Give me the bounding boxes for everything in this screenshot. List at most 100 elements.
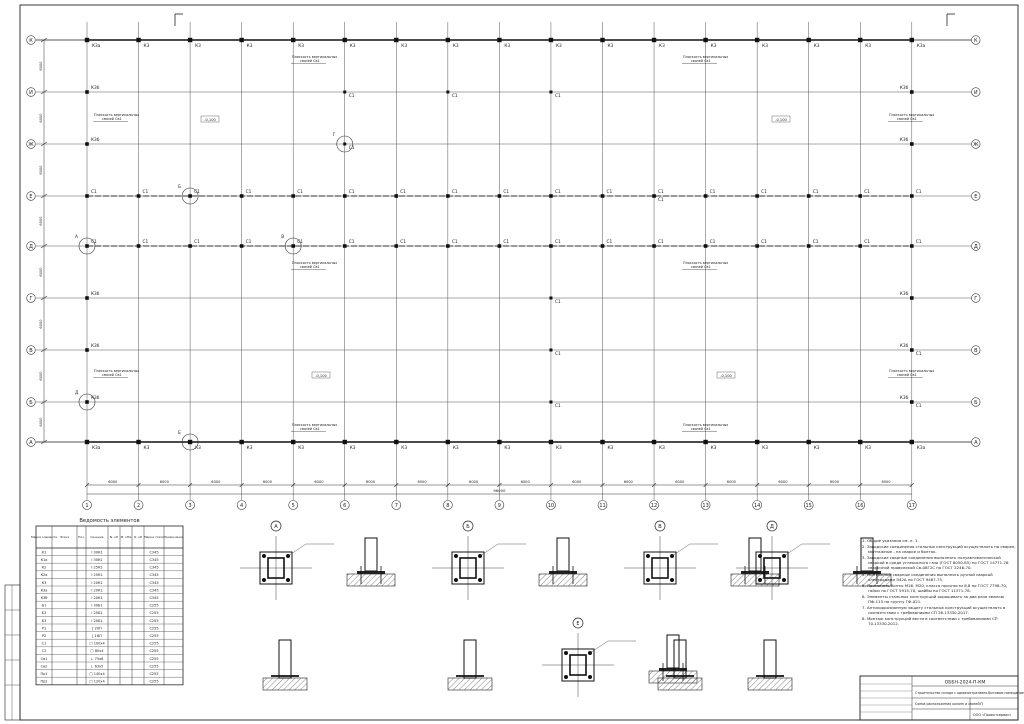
spec-cell: К1 — [42, 550, 47, 554]
detail-label: В — [658, 524, 662, 530]
anchor-bolt — [454, 554, 458, 558]
note-item: 3. Заводские сварные соединения выполнят… — [862, 555, 1009, 571]
spec-cell: I 20К1 — [91, 596, 102, 600]
foundation-section — [747, 677, 793, 691]
strut-mark: С1 — [452, 93, 458, 99]
column-section — [910, 296, 914, 300]
dimension-tick — [40, 347, 48, 353]
anchor-bolt — [262, 554, 266, 558]
spec-cell: С1 — [42, 642, 47, 646]
row-axis-bubble — [26, 397, 36, 407]
row-axis-bubble — [971, 397, 981, 407]
spec-cell: Б3 — [42, 619, 47, 623]
column-section — [858, 439, 863, 445]
detail-callout — [181, 187, 199, 205]
column-mark: К3а — [92, 445, 101, 451]
base-plate — [561, 648, 595, 682]
column-mark: К3 — [762, 445, 768, 451]
row-axis-bubble — [26, 87, 36, 97]
column-mark: К3 — [659, 43, 665, 49]
column-axis-bubble — [339, 500, 350, 510]
column-axis-label: 14 — [754, 503, 760, 509]
strut-mark: С1 — [761, 189, 767, 195]
detail-callout-label: Д — [75, 390, 79, 396]
strut-mark: С1 — [349, 93, 355, 99]
spec-header: Поз. — [78, 535, 85, 539]
column-mark: К3 — [711, 445, 717, 451]
spec-cell: □ 120x4 — [89, 680, 105, 684]
strut-mark: С1 — [813, 239, 819, 245]
column-profile — [569, 654, 587, 676]
column-axis-label: 9 — [498, 503, 501, 509]
spec-cell: С345 — [149, 573, 158, 577]
column-elevation — [278, 639, 292, 679]
column-section — [806, 439, 811, 445]
detail-callout-label: Б — [178, 184, 181, 190]
strut-mark: С1 — [452, 189, 458, 195]
column-mark: К3 — [608, 445, 614, 451]
column-section — [342, 194, 347, 198]
column-section — [85, 142, 89, 146]
strut-mark: С1 — [864, 239, 870, 245]
column-section — [188, 244, 192, 248]
column-mark: К3а — [917, 43, 926, 49]
spec-cell: С255 — [149, 642, 158, 646]
strut-section — [549, 348, 553, 352]
detail-callout — [336, 135, 354, 153]
column-axis-bubble — [288, 500, 299, 510]
row-axis-label: Б — [29, 400, 33, 406]
dimension-tick — [703, 482, 708, 488]
dimension-tick — [651, 482, 657, 488]
strut-mark: С1 — [452, 239, 458, 245]
column-mark: К3б — [900, 291, 909, 297]
column-section-view — [364, 537, 378, 572]
column-elevation — [673, 639, 687, 679]
column-section — [755, 194, 759, 198]
column-section — [84, 37, 90, 43]
note-item: 7. Антикоррозионную защиту стальных конс… — [862, 605, 1006, 616]
row-axis-label: В — [29, 348, 33, 354]
anchor-bolt — [758, 554, 762, 558]
spec-cell: К2 — [42, 566, 47, 570]
strut-mark: С1 — [761, 239, 767, 245]
detail-callout-label: В — [281, 234, 284, 240]
column-section — [239, 194, 244, 198]
strut-mark: С1 — [246, 239, 252, 245]
anchor-bolt — [588, 675, 592, 679]
dimension-tick — [909, 482, 915, 488]
spec-cell: К1а — [41, 558, 48, 562]
spec-header: N, кН — [110, 535, 118, 539]
anchor-bolt — [262, 578, 266, 582]
strut-mark: С1 — [91, 189, 97, 195]
column-mark: К3б — [91, 395, 100, 401]
strut-mark: С1 — [555, 403, 561, 409]
column-mark: К3а — [917, 445, 926, 451]
dimension-value: 6000 — [881, 480, 891, 484]
dimension-value: 6000 — [521, 480, 531, 484]
column-section — [136, 439, 141, 445]
column-section-view — [666, 634, 680, 669]
dimension-tick — [342, 482, 347, 488]
column-section — [548, 37, 554, 43]
strut-mark: С1 — [246, 189, 252, 195]
column-section — [291, 194, 295, 198]
note-item: 4. Монтажные сварные соединения выполнят… — [862, 571, 993, 582]
column-mark: К3 — [453, 445, 459, 451]
detail-callout — [78, 237, 96, 255]
strut-section — [549, 400, 553, 404]
strut-section — [343, 90, 347, 94]
row-axis-label: И — [974, 90, 978, 96]
column-mark: К3 — [195, 43, 201, 49]
dimension-tick — [84, 482, 90, 488]
column-section — [187, 37, 193, 43]
column-elevation — [763, 639, 777, 679]
strut-mark: С1 — [710, 189, 716, 195]
row-axis-label: Г — [974, 296, 977, 302]
strut-section — [549, 90, 553, 94]
column-section — [394, 194, 399, 198]
column-section — [239, 244, 244, 248]
column-profile — [459, 557, 477, 579]
row-axis-bubble — [26, 345, 36, 355]
